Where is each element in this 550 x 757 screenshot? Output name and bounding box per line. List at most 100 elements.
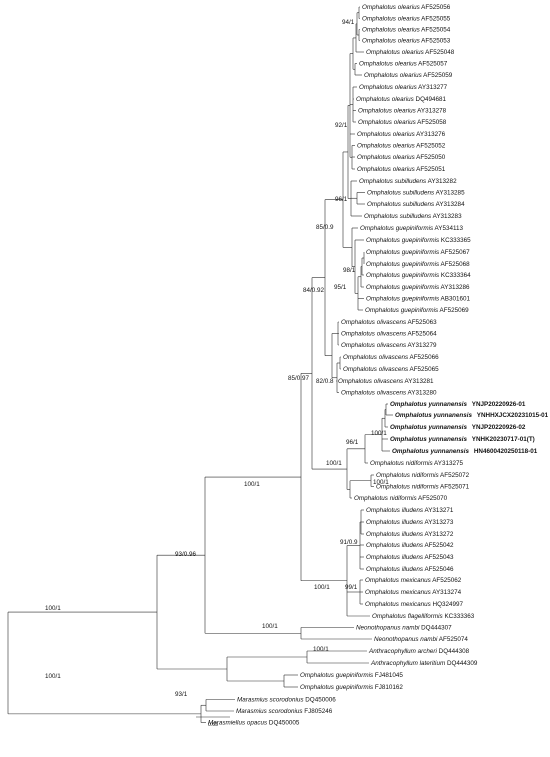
taxon-binomial: Omphalotus illudens — [366, 554, 424, 561]
support-value: 93/0.96 — [175, 551, 197, 558]
taxon-accession: AY313280 — [406, 390, 437, 397]
taxon-accession: AY313276 — [415, 131, 446, 138]
taxon-label: Omphalotus guepiniformis FJ810162 — [300, 684, 403, 691]
taxon-binomial: Omphalotus guepiniformis — [300, 684, 374, 691]
taxon-binomial: Omphalotus illudens — [366, 519, 424, 526]
taxon-accession: AF525054 — [420, 27, 451, 34]
support-value: 99/1 — [345, 584, 358, 591]
taxon-binomial: Omphalotus guepiniformis — [360, 225, 434, 232]
taxon-accession: AF525048 — [424, 49, 455, 56]
taxon-accession: AF525057 — [417, 61, 448, 68]
taxon-binomial: Omphalotus olearius — [358, 108, 417, 115]
support-value: 93/1 — [175, 691, 188, 698]
taxon-accession: KC333363 — [443, 613, 475, 620]
taxon-label: Omphalotus yunnanensis YNHK20230717-01(T… — [390, 436, 535, 443]
support-value: 85/0.9 — [316, 224, 334, 231]
support-value: 100/1 — [313, 646, 329, 653]
taxon-binomial: Omphalotus olearius — [357, 131, 416, 138]
taxon-label: Omphalotus olearius AF525053 — [362, 38, 451, 45]
taxon-label: Omphalotus guepiniformis AF525067 — [366, 249, 470, 256]
taxon-binomial: Omphalotus illudens — [366, 542, 424, 549]
taxon-label: Omphalotus guepiniformis AF525068 — [366, 261, 470, 268]
taxon-binomial: Omphalotus yunnanensis — [390, 424, 467, 431]
taxon-label: Omphalotus olearius AF525059 — [364, 72, 453, 79]
taxon-binomial: Omphalotus nidiformis — [354, 495, 417, 502]
taxon-accession: AY313283 — [431, 213, 462, 220]
taxon-accession: DQ450005 — [267, 720, 300, 727]
taxon-binomial: Omphalotus olearius — [362, 16, 421, 23]
taxon-label: Omphalotus subilludens AY313285 — [367, 190, 465, 197]
taxon-binomial: Omphalotus subilludens — [367, 201, 435, 208]
taxon-label: Omphalotus olivascens AY313279 — [341, 342, 437, 349]
taxon-label: Omphalotus olivascens AY313281 — [338, 378, 434, 385]
taxon-label: Omphalotus olivascens AF525063 — [341, 319, 437, 326]
taxon-accession: AY313277 — [417, 84, 448, 91]
taxon-label: Omphalotus subilludens AY313284 — [367, 201, 465, 208]
taxon-label: Omphalotus illudens AF525043 — [366, 554, 454, 561]
taxon-binomial: Omphalotus guepiniformis — [366, 272, 440, 279]
support-value: 92/1 — [335, 122, 348, 129]
taxon-accession: AB301601 — [439, 296, 470, 303]
taxon-accession: AY534113 — [433, 225, 463, 232]
taxon-accession: HN4600420250118-01 — [469, 448, 538, 455]
support-value: 98/1 — [343, 267, 356, 274]
taxon-label: Omphalotus mexicanus AF525062 — [365, 577, 462, 584]
taxon-binomial: Omphalotus olearius — [357, 143, 416, 150]
taxon-accession: AY313284 — [434, 201, 465, 208]
taxon-binomial: Omphalotus guepiniformis — [366, 284, 440, 291]
support-value: 96/1 — [335, 196, 348, 203]
taxon-binomial: Omphalotus illudens — [366, 507, 424, 514]
taxon-label: Omphalotus olearius AF525055 — [362, 16, 451, 23]
taxon-label: Omphalotus yunnanensis HN4600420250118-0… — [392, 448, 538, 455]
taxon-binomial: Omphalotus illudens — [366, 531, 424, 538]
support-value: 82/0.8 — [316, 378, 334, 385]
taxon-accession: DQ444307 — [419, 625, 452, 632]
taxon-accession: AF525071 — [439, 484, 470, 491]
taxon-label: Omphalotus illudens AY313271 — [366, 507, 454, 514]
taxon-binomial: Omphalotus olearius — [359, 84, 418, 91]
taxon-label: Omphalotus olearius AY313276 — [357, 131, 446, 138]
taxon-binomial: Omphalotus nidiformis — [376, 484, 439, 491]
taxon-accession: AF525062 — [431, 577, 462, 584]
taxon-binomial: Marasmiellus opacus — [208, 720, 268, 727]
taxon-label: Omphalotus guepiniformis KC333364 — [366, 272, 471, 279]
taxon-accession: FJ810162 — [373, 684, 403, 691]
support-value: 94/1 — [342, 19, 355, 26]
taxon-accession: AF525058 — [416, 119, 447, 126]
taxon-label: Omphalotus olivascens AF525064 — [341, 331, 437, 338]
taxon-accession: AF525074 — [437, 636, 468, 643]
scale-bar-label: 0.05 — [208, 722, 218, 728]
taxon-label: Anthracophyllum archeri DQ444308 — [368, 648, 470, 655]
taxon-binomial: Omphalotus guepiniformis — [365, 307, 439, 314]
taxon-label: Omphalotus subilludens AY313282 — [359, 178, 457, 185]
taxon-binomial: Omphalotus nidiformis — [370, 460, 433, 467]
taxon-label: Neonothopanus nambi AF525074 — [374, 636, 468, 643]
taxon-label: Omphalotus olearius AF525054 — [362, 27, 451, 34]
taxon-label: Omphalotus subilludens AY313283 — [364, 213, 462, 220]
taxon-binomial: Omphalotus olearius — [357, 154, 416, 161]
taxon-binomial: Omphalotus illudens — [366, 566, 424, 573]
taxon-binomial: Omphalotus olearius — [359, 61, 418, 68]
taxon-label: Omphalotus olearius AF525058 — [358, 119, 447, 126]
taxon-binomial: Anthracophyllum archeri — [368, 648, 437, 655]
taxon-label: Omphalotus illudens AY313273 — [366, 519, 454, 526]
taxon-accession: DQ494681 — [414, 96, 447, 103]
taxon-accession: AF525051 — [415, 166, 446, 173]
taxon-accession: FJ481045 — [373, 672, 403, 679]
taxon-label: Marasmiellus opacus DQ450005 — [208, 720, 300, 727]
taxon-binomial: Omphalotus olearius — [362, 27, 421, 34]
taxon-label: Omphalotus yunnanensis YNHHXJCX20231015-… — [395, 412, 549, 419]
support-value: 100/1 — [262, 623, 278, 630]
taxon-accession: HQ324997 — [431, 601, 464, 608]
taxon-binomial: Marasmius scorodonius — [237, 697, 304, 704]
taxon-binomial: Omphalotus olearius — [366, 49, 425, 56]
support-value: 100/1 — [314, 584, 330, 591]
taxon-accession: AY313282 — [426, 178, 457, 185]
taxon-label: Omphalotus nidiformis AF525072 — [376, 472, 470, 479]
taxon-accession: AF525059 — [422, 72, 453, 79]
taxon-binomial: Omphalotus nidiformis — [376, 472, 439, 479]
taxon-binomial: Omphalotus olearius — [362, 38, 421, 45]
taxon-label: Omphalotus guepiniformis FJ481045 — [300, 672, 403, 679]
